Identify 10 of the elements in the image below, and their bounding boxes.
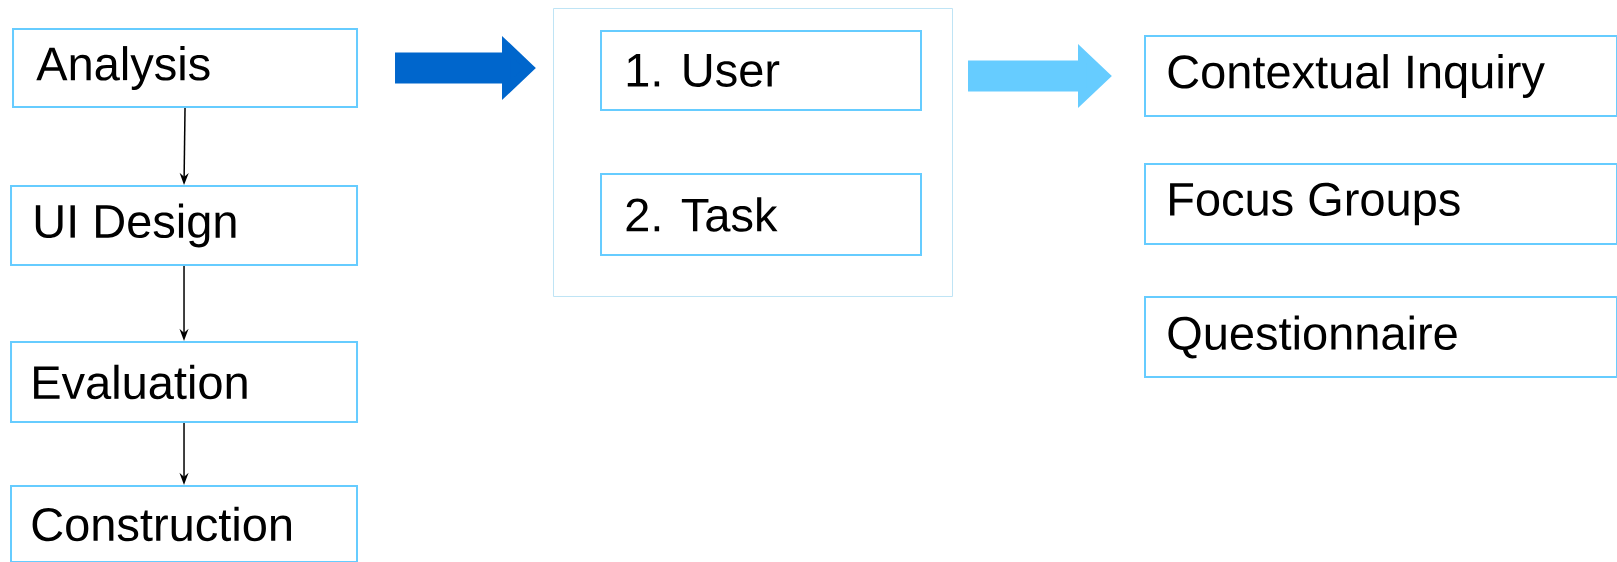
category-box: 1. User bbox=[600, 30, 922, 111]
category-box: 2. Task bbox=[600, 173, 922, 256]
process-box: Construction bbox=[10, 485, 358, 562]
method-box: Focus Groups bbox=[1144, 163, 1617, 245]
process-box: Analysis bbox=[12, 28, 358, 108]
container-box bbox=[553, 8, 953, 297]
method-box: Contextual Inquiry bbox=[1144, 35, 1617, 117]
process-box: Evaluation bbox=[10, 341, 358, 423]
process-box: UI Design bbox=[10, 185, 358, 266]
method-box: Questionnaire bbox=[1144, 296, 1617, 378]
